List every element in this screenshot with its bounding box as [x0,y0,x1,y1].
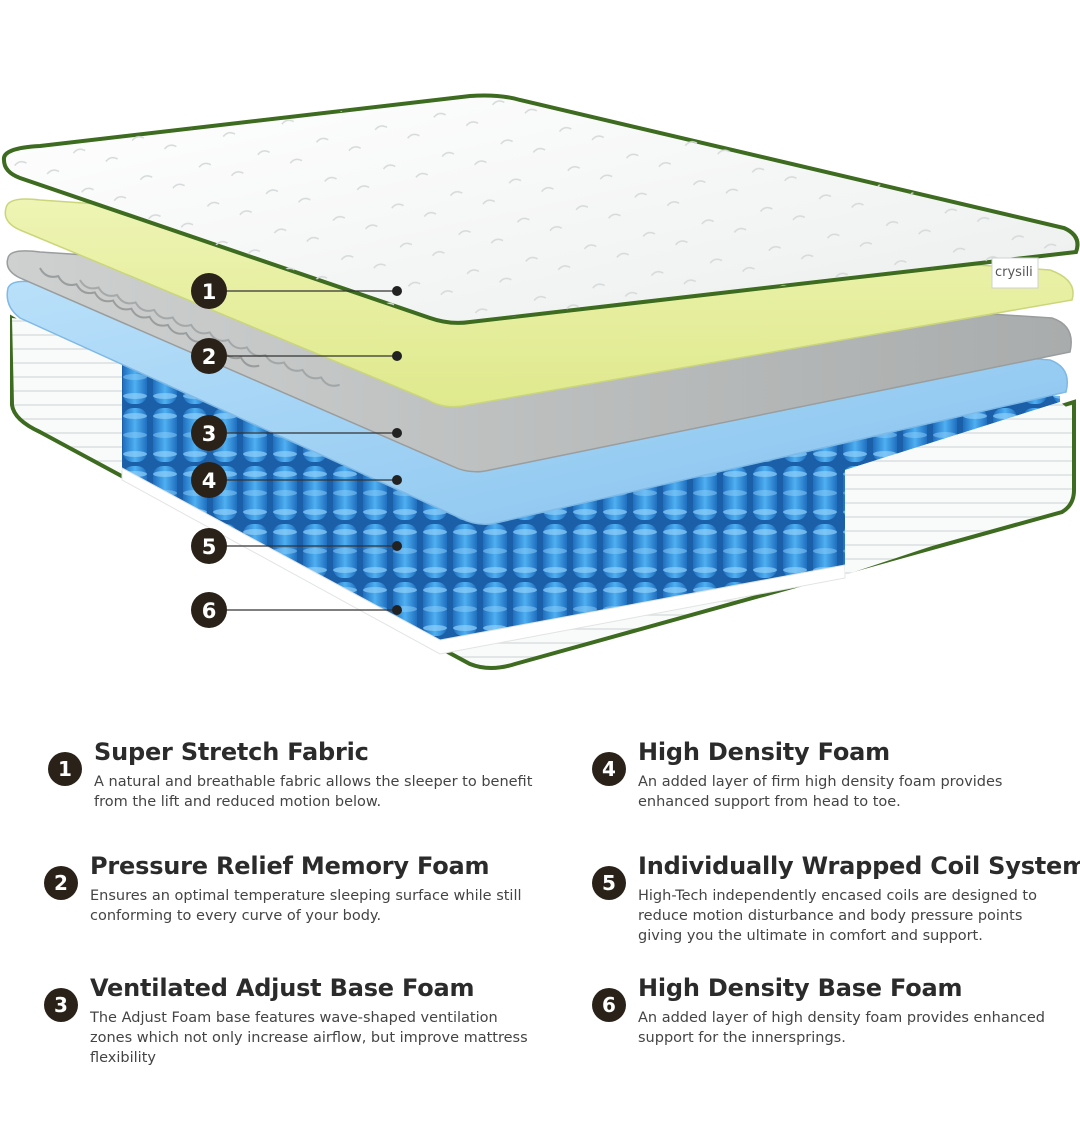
leader-dot-5 [392,541,402,551]
legend-desc-5: High-Tech independently encased coils ar… [638,888,1037,944]
svg-text:6: 6 [202,599,217,623]
svg-text:1: 1 [202,280,217,304]
callout-badge-4: 4 [191,462,227,498]
callout-badge-5: 5 [191,528,227,564]
legend-title-6: High Density Base Foam [638,974,963,1002]
svg-text:3: 3 [202,422,217,446]
svg-text:4: 4 [202,469,217,493]
legend-desc-4: An added layer of firm high density foam… [638,774,1003,810]
side-panel-right [845,402,1070,575]
callout-leaders [226,290,396,611]
legend-title-2: Pressure Relief Memory Foam [90,852,490,880]
callout-dots [392,286,402,615]
leader-dot-2 [392,351,402,361]
stretch-fabric-cover: crysili [1,93,1080,325]
legend-badge-1: 1 [48,752,82,786]
svg-text:5: 5 [202,535,217,559]
legend-desc-6: An added layer of high density foam prov… [638,1010,1045,1046]
leader-dot-4 [392,475,402,485]
legend-badge-2: 2 [44,866,78,900]
callout-badge-6: 6 [191,592,227,628]
legend-badge-5: 5 [592,866,626,900]
legend-badge-6: 6 [592,988,626,1022]
leader-dot-6 [392,605,402,615]
callout-badge-3: 3 [191,415,227,451]
leader-dot-3 [392,428,402,438]
legend-title-1: Super Stretch Fabric [94,738,369,766]
legend-title-4: High Density Foam [638,738,890,766]
legend-title-5: Individually Wrapped Coil System [638,852,1080,880]
leader-dot-1 [392,286,402,296]
callout-badge-2: 2 [191,338,227,374]
legend-desc-1: A natural and breathable fabric allows t… [94,774,533,810]
legend-desc-2: Ensures an optimal temperature sleeping … [90,888,522,924]
brand-label [991,257,1039,289]
callout-badge-1: 1 [191,273,227,309]
legend-desc-3: The Adjust Foam base features wave-shape… [90,1010,528,1066]
base-foam-strip [121,467,846,655]
legend-badge-3: 3 [44,988,78,1022]
brand-logo-text: crysili [995,265,1033,280]
legend-badge-4: 4 [592,752,626,786]
mattress-layers-diagram: crysili 1 2 3 4 5 6 [1,93,1080,670]
legend-title-3: Ventilated Adjust Base Foam [90,974,475,1002]
side-panel-left [12,318,122,470]
svg-text:2: 2 [202,345,217,369]
